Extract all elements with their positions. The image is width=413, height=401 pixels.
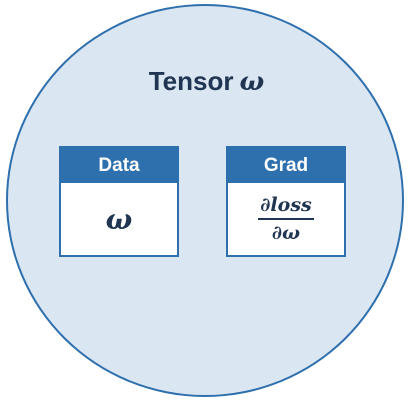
gradient-denominator: ∂ω (271, 222, 301, 244)
tensor-title-text: Tensor (148, 66, 234, 96)
data-box-header: Data (61, 148, 177, 183)
grad-box-header: Grad (228, 148, 344, 183)
grad-box-body: ∂loss ∂ω (228, 183, 344, 255)
data-box-body: ω (61, 183, 177, 255)
data-value: ω (105, 202, 133, 236)
gradient-numerator: ∂loss (258, 194, 314, 220)
tensor-title-symbol: ω (239, 67, 265, 97)
gradient-fraction: ∂loss ∂ω (258, 194, 314, 244)
grad-box: Grad ∂loss ∂ω (226, 146, 346, 257)
data-box: Data ω (59, 146, 179, 257)
